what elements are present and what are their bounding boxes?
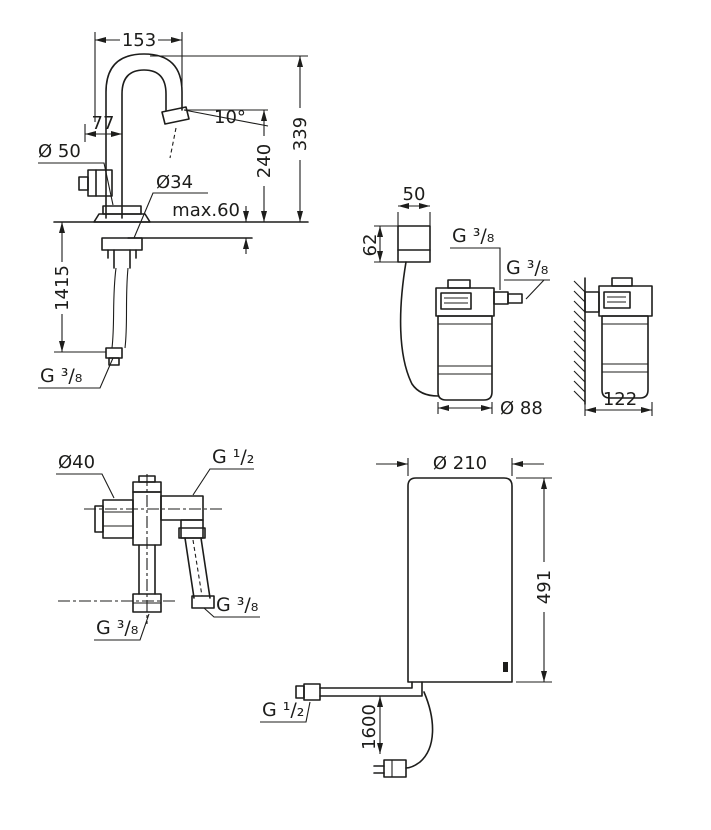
dim-faucet-240: 240 — [254, 144, 275, 178]
leader-filter-g38-top — [450, 247, 501, 290]
valve-right-elbow — [160, 495, 204, 521]
hose-connector — [105, 347, 123, 359]
dim-faucet-1415: 1415 — [52, 265, 73, 311]
filter-wall-box — [397, 225, 431, 263]
dim-faucet-dia34: Ø34 — [156, 172, 193, 193]
braided-hose-texture — [192, 539, 203, 597]
supply-hose-2 — [124, 267, 129, 349]
faucet-spout-inner — [121, 69, 167, 219]
leader-valve-g38-bottom — [94, 613, 150, 641]
power-plug-prongs — [373, 765, 385, 774]
power-cord — [405, 691, 434, 769]
leader-faucet-g38 — [38, 357, 114, 389]
angle-slope-line — [183, 109, 269, 127]
dim-faucet-10deg: 10° — [214, 107, 246, 128]
faucet-handle-lever — [78, 176, 89, 191]
valve-left-body-lines — [103, 511, 133, 527]
dim-valve-g38-bottom: G ³/₈ — [96, 617, 138, 639]
dim-faucet-77: 77 — [92, 113, 115, 134]
filter-side-view: 122 — [573, 277, 653, 416]
dim-boiler-g12: G ¹/₂ — [262, 699, 304, 721]
valve-assembly-view: Ø40 G ¹/₂ G ³/₈ G ³/₈ — [56, 446, 260, 641]
valve-bottom-pipe — [138, 544, 156, 595]
side-cartridge — [601, 315, 649, 399]
side-cartridge-bands — [602, 323, 648, 373]
water-stream — [169, 127, 177, 159]
dim-filter-dia88: Ø 88 — [500, 398, 543, 419]
boiler-hose-connector-tip — [295, 685, 305, 699]
valve-left-knob — [94, 505, 104, 533]
leader-valve-g12 — [192, 468, 254, 496]
power-plug-icon — [383, 759, 407, 778]
braided-hose-edges — [184, 537, 211, 599]
filter-head-label-lines — [444, 297, 468, 304]
side-bracket — [584, 291, 600, 313]
side-head-label — [603, 291, 631, 309]
boiler-side-mark — [503, 662, 508, 672]
dim-filter-g38-top: G ³/₈ — [452, 225, 494, 247]
boiler-view: Ø 210 491 G ¹/₂ 1600 — [260, 453, 555, 778]
faucet-front-view: 153 77 10° Ø 50 Ø34 max.60 339 240 1415 — [38, 30, 311, 389]
dim-faucet-g38: G ³/₈ — [40, 365, 82, 387]
dim-faucet-153: 153 — [122, 30, 156, 51]
dim-filter-50: 50 — [403, 184, 426, 205]
leader-filter-g38-bottom — [504, 279, 550, 300]
side-head — [598, 285, 653, 317]
dim-boiler-1600: 1600 — [359, 704, 380, 750]
side-head-knob — [611, 277, 633, 287]
filter-cartridge-bands — [438, 323, 492, 375]
filter-front-view: 50 62 G ³/₈ G ³/₈ Ø 88 — [360, 184, 550, 419]
faucet-aerator — [161, 106, 190, 125]
dim-valve-g12: G ¹/₂ — [212, 446, 254, 468]
dim-side-122: 122 — [603, 389, 637, 410]
valve-right-elbow-down — [180, 519, 204, 539]
dim-filter-g38-bottom: G ³/₈ — [506, 257, 548, 279]
filter-hose — [399, 261, 439, 397]
filter-port-outer — [507, 293, 523, 304]
boiler-tank — [407, 477, 513, 683]
dim-filter-62: 62 — [360, 234, 381, 257]
leader-dia34 — [133, 192, 208, 239]
filter-port-inner — [493, 291, 509, 305]
leader-dia50 — [38, 162, 114, 206]
dim-boiler-491: 491 — [534, 570, 555, 604]
filter-head-knob — [447, 279, 471, 289]
faucet-spout-outline — [105, 53, 183, 219]
hose-fitting-top — [178, 527, 206, 539]
mounting-bracket — [101, 237, 143, 251]
hose-fitting-bottom — [191, 595, 215, 609]
supply-hose-1 — [111, 267, 117, 349]
valve-left-body — [102, 499, 134, 539]
leader-valve-g38-right — [203, 607, 260, 618]
dim-faucet-max60: max.60 — [172, 200, 240, 221]
dim-faucet-dia50: Ø 50 — [38, 141, 81, 162]
hose-connector-tip — [108, 357, 120, 366]
dim-faucet-339: 339 — [290, 117, 311, 151]
dim-boiler-dia210: Ø 210 — [433, 453, 487, 474]
side-head-label-lines — [607, 296, 626, 303]
wall-hatching — [573, 280, 586, 403]
mounting-screws — [107, 249, 137, 259]
leader-valve-dia40 — [56, 473, 115, 499]
shank-lines — [113, 249, 131, 269]
dim-valve-dia40: Ø40 — [58, 452, 95, 473]
boiler-outlet-hose — [319, 681, 423, 697]
dim-valve-g38-right: G ³/₈ — [216, 594, 258, 616]
boiler-hose-connector — [303, 683, 321, 701]
filter-cartridge — [437, 315, 493, 401]
filter-head-label — [440, 292, 472, 310]
leader-boiler-g12 — [260, 701, 311, 723]
